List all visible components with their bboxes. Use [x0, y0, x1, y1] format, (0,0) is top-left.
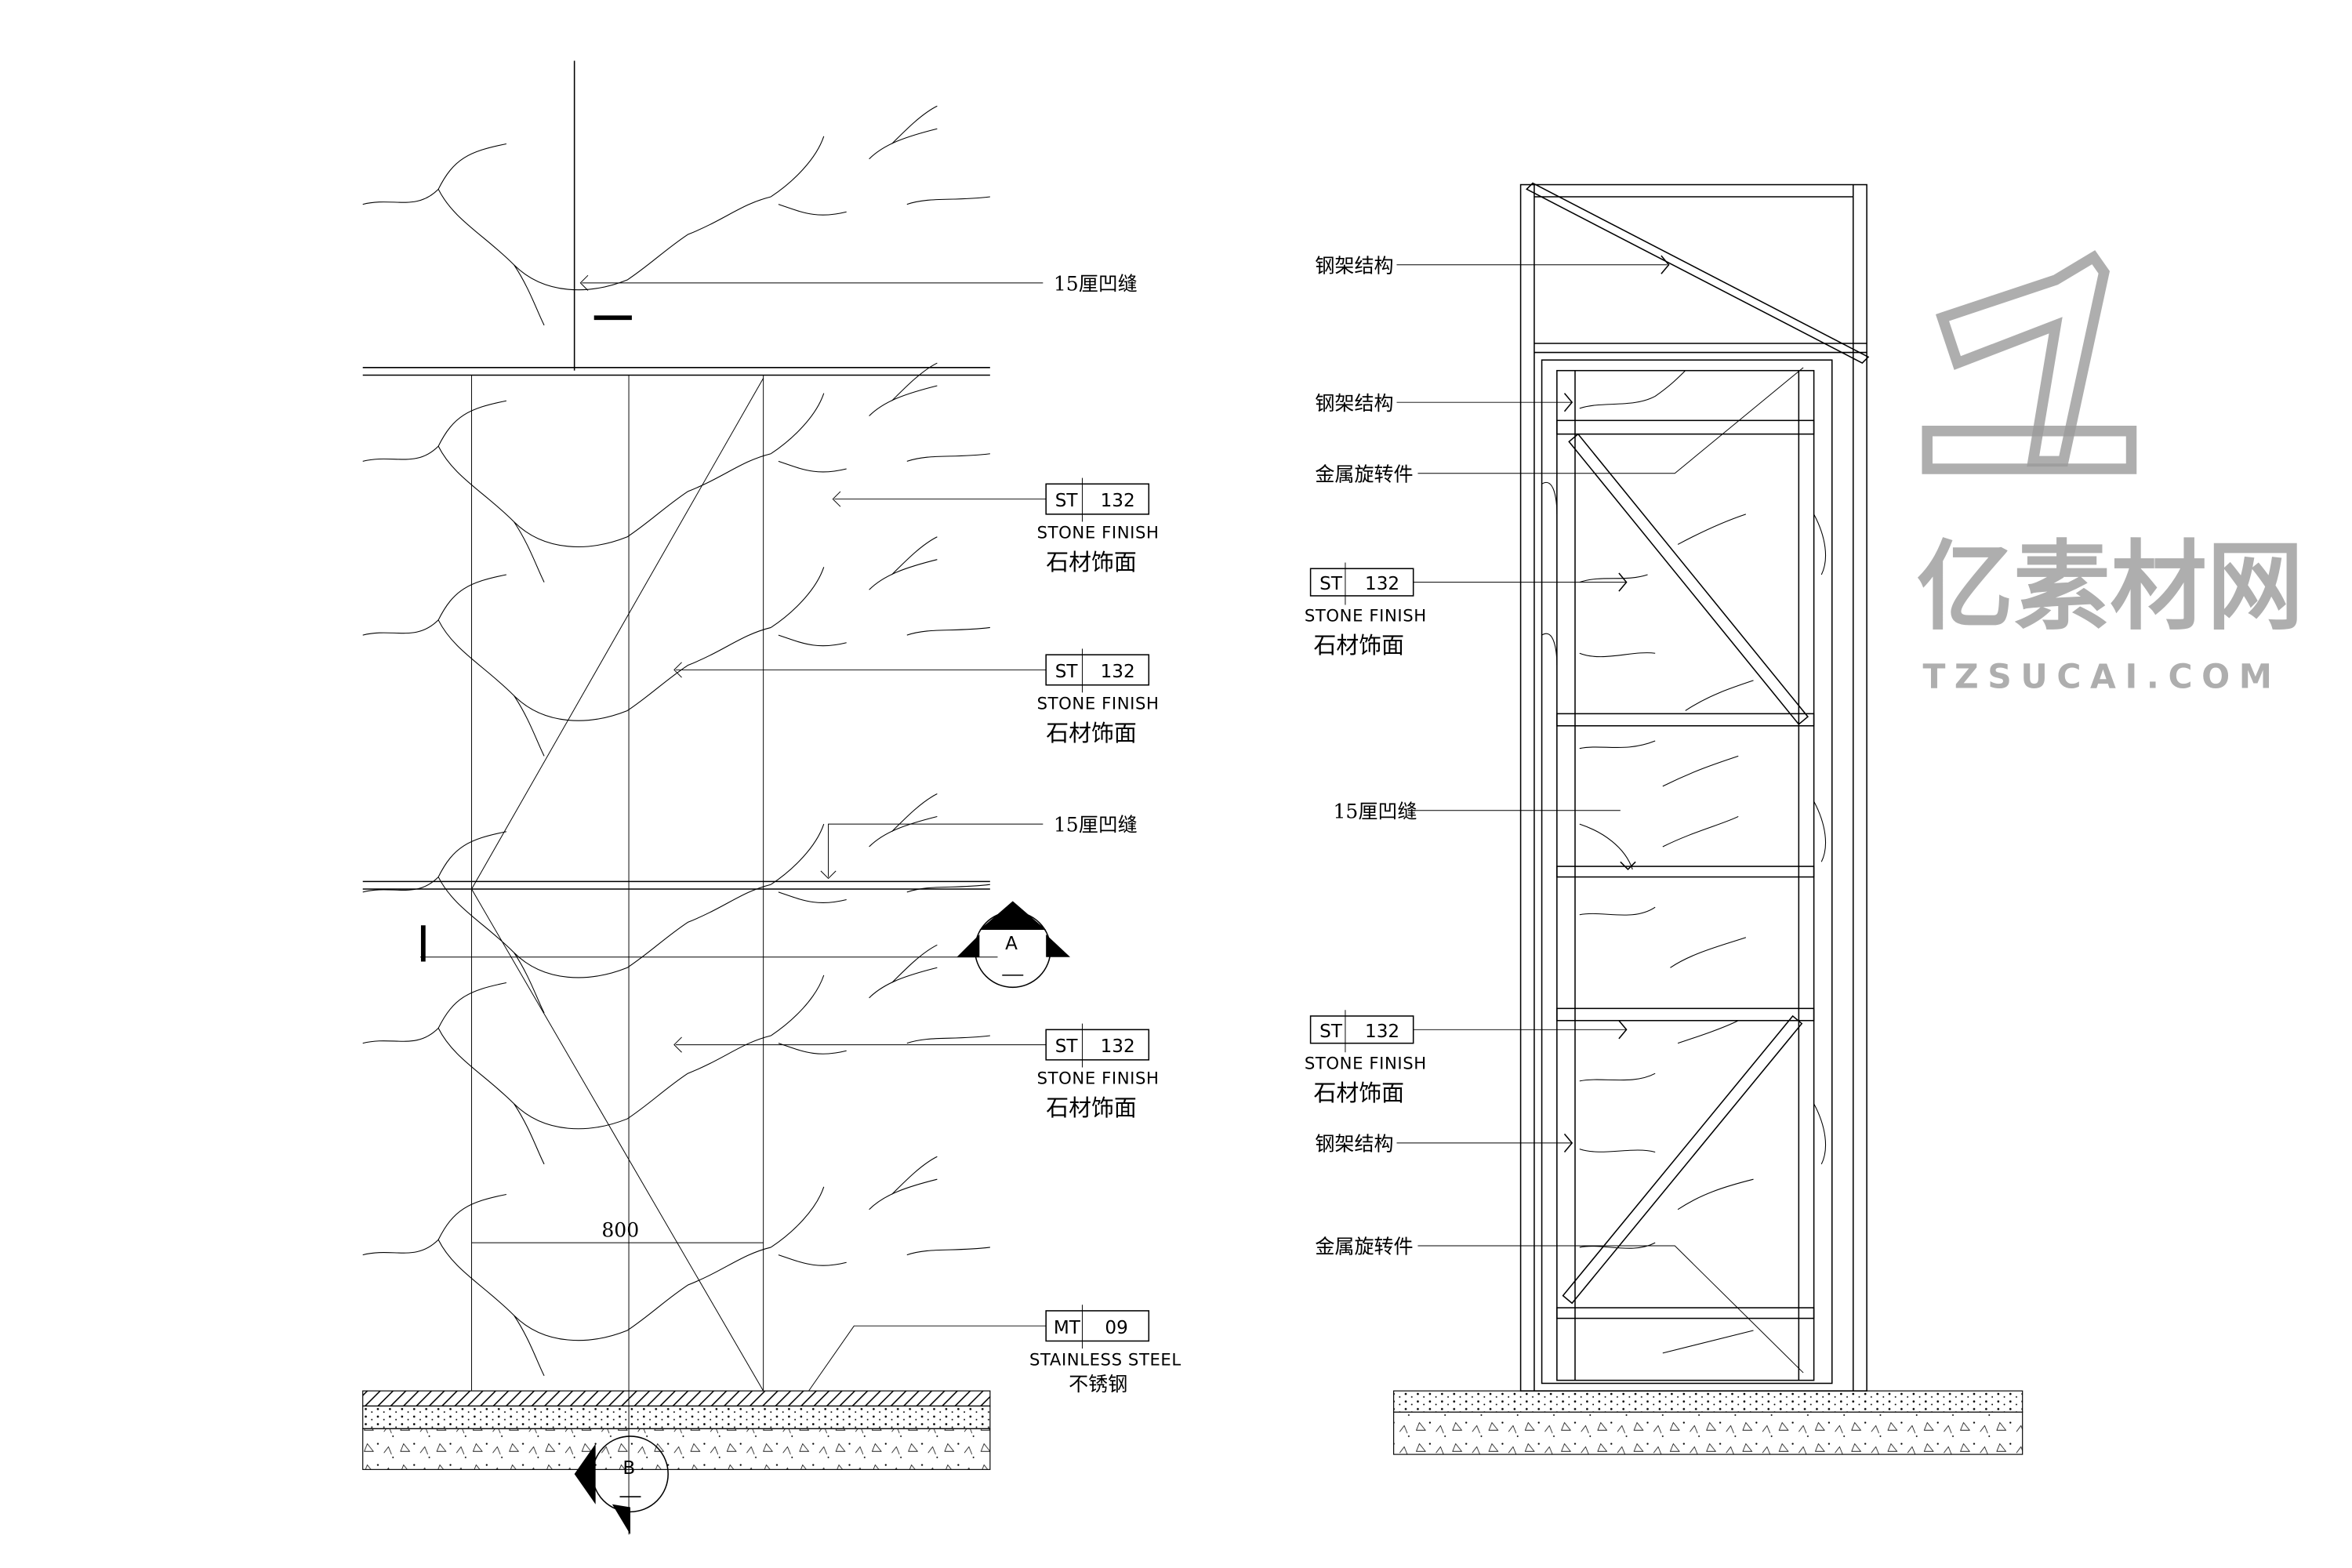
label-steel-frame-2: 钢架结构 — [1315, 392, 1393, 415]
tag-name-cn: 石材饰面 — [1313, 1080, 1404, 1106]
tag-code: ST — [1055, 1036, 1079, 1057]
material-tag-st132-3: ST 132 STONE FINISH 石材饰面 — [1037, 1023, 1160, 1121]
dimension-800: 800 — [601, 1218, 639, 1241]
tag-name-cn: 不锈钢 — [1069, 1373, 1127, 1396]
watermark-url: TZSUCAI.COM — [1922, 659, 2281, 697]
label-groove-mid: 15厘凹缝 — [1054, 814, 1138, 837]
label-pivot-2: 金属旋转件 — [1315, 1236, 1413, 1258]
tag-number: 132 — [1101, 662, 1135, 682]
section-a-label: A — [1005, 934, 1018, 954]
tag-name-cn: 石材饰面 — [1313, 632, 1404, 659]
label-steel-frame-3: 钢架结构 — [1315, 1133, 1393, 1156]
watermark-title: 亿素材网 — [1917, 531, 2304, 644]
material-tag-right-2: ST 132 STONE FINISH 石材饰面 — [1305, 1010, 1427, 1106]
label-groove-top: 15厘凹缝 — [1054, 273, 1138, 296]
tag-number: 132 — [1365, 1022, 1399, 1042]
tag-code: ST — [1055, 491, 1079, 511]
tag-name-en: STONE FINISH — [1037, 1069, 1160, 1088]
material-tag-st132-1: ST 132 STONE FINISH 石材饰面 — [1037, 477, 1160, 575]
tag-number: 132 — [1101, 491, 1135, 511]
stainless-base — [362, 1390, 991, 1406]
tag-name-cn: 石材饰面 — [1046, 549, 1137, 575]
frame-rails — [1556, 419, 1815, 1319]
concrete-slab — [362, 1428, 991, 1470]
label-pivot-1: 金属旋转件 — [1315, 463, 1413, 485]
right-section: 钢架结构 钢架结构 金属旋转件 15厘凹缝 钢架结构 金属旋转件 ST 132 … — [1305, 182, 2024, 1455]
tag-name-cn: 石材饰面 — [1046, 1094, 1137, 1121]
tag-code: ST — [1055, 662, 1079, 682]
marble-veins — [362, 105, 991, 1377]
tag-name-en: STONE FINISH — [1037, 523, 1160, 543]
stone-veins-right — [1541, 370, 1827, 1354]
tag-name-en: STONE FINISH — [1305, 1053, 1427, 1073]
left-elevation: 800 15厘凹缝 15厘凹缝 ST 132 STONE FINISH 石材饰面… — [362, 60, 1181, 1535]
tag-code: ST — [1319, 574, 1343, 594]
material-tag-right-1: ST 132 STONE FINISH 石材饰面 — [1305, 562, 1427, 659]
tag-name-en: STONE FINISH — [1037, 694, 1160, 713]
material-tag-st132-2: ST 132 STONE FINISH 石材饰面 — [1037, 648, 1160, 746]
tag-name-en: STONE FINISH — [1305, 606, 1427, 626]
tag-code: MT — [1054, 1318, 1081, 1338]
tag-number: 09 — [1105, 1318, 1127, 1338]
watermark-logo: 亿素材网 TZSUCAI.COM — [1917, 250, 2304, 697]
screed-layer — [362, 1405, 991, 1429]
label-steel-frame-1: 钢架结构 — [1315, 254, 1393, 277]
tag-name-cn: 石材饰面 — [1046, 720, 1137, 746]
tag-code: ST — [1319, 1022, 1343, 1042]
tag-number: 132 — [1365, 574, 1399, 594]
section-marker-a: A — [956, 901, 1071, 989]
label-groove-right: 15厘凹缝 — [1334, 800, 1417, 822]
section-b-label: B — [622, 1458, 635, 1479]
section-marker-b: B — [574, 1436, 669, 1535]
tag-number: 132 — [1101, 1036, 1135, 1057]
tag-name-en: STAINLESS STEEL — [1029, 1349, 1181, 1369]
material-tag-mt09: MT 09 STAINLESS STEEL 不锈钢 — [1029, 1305, 1181, 1396]
